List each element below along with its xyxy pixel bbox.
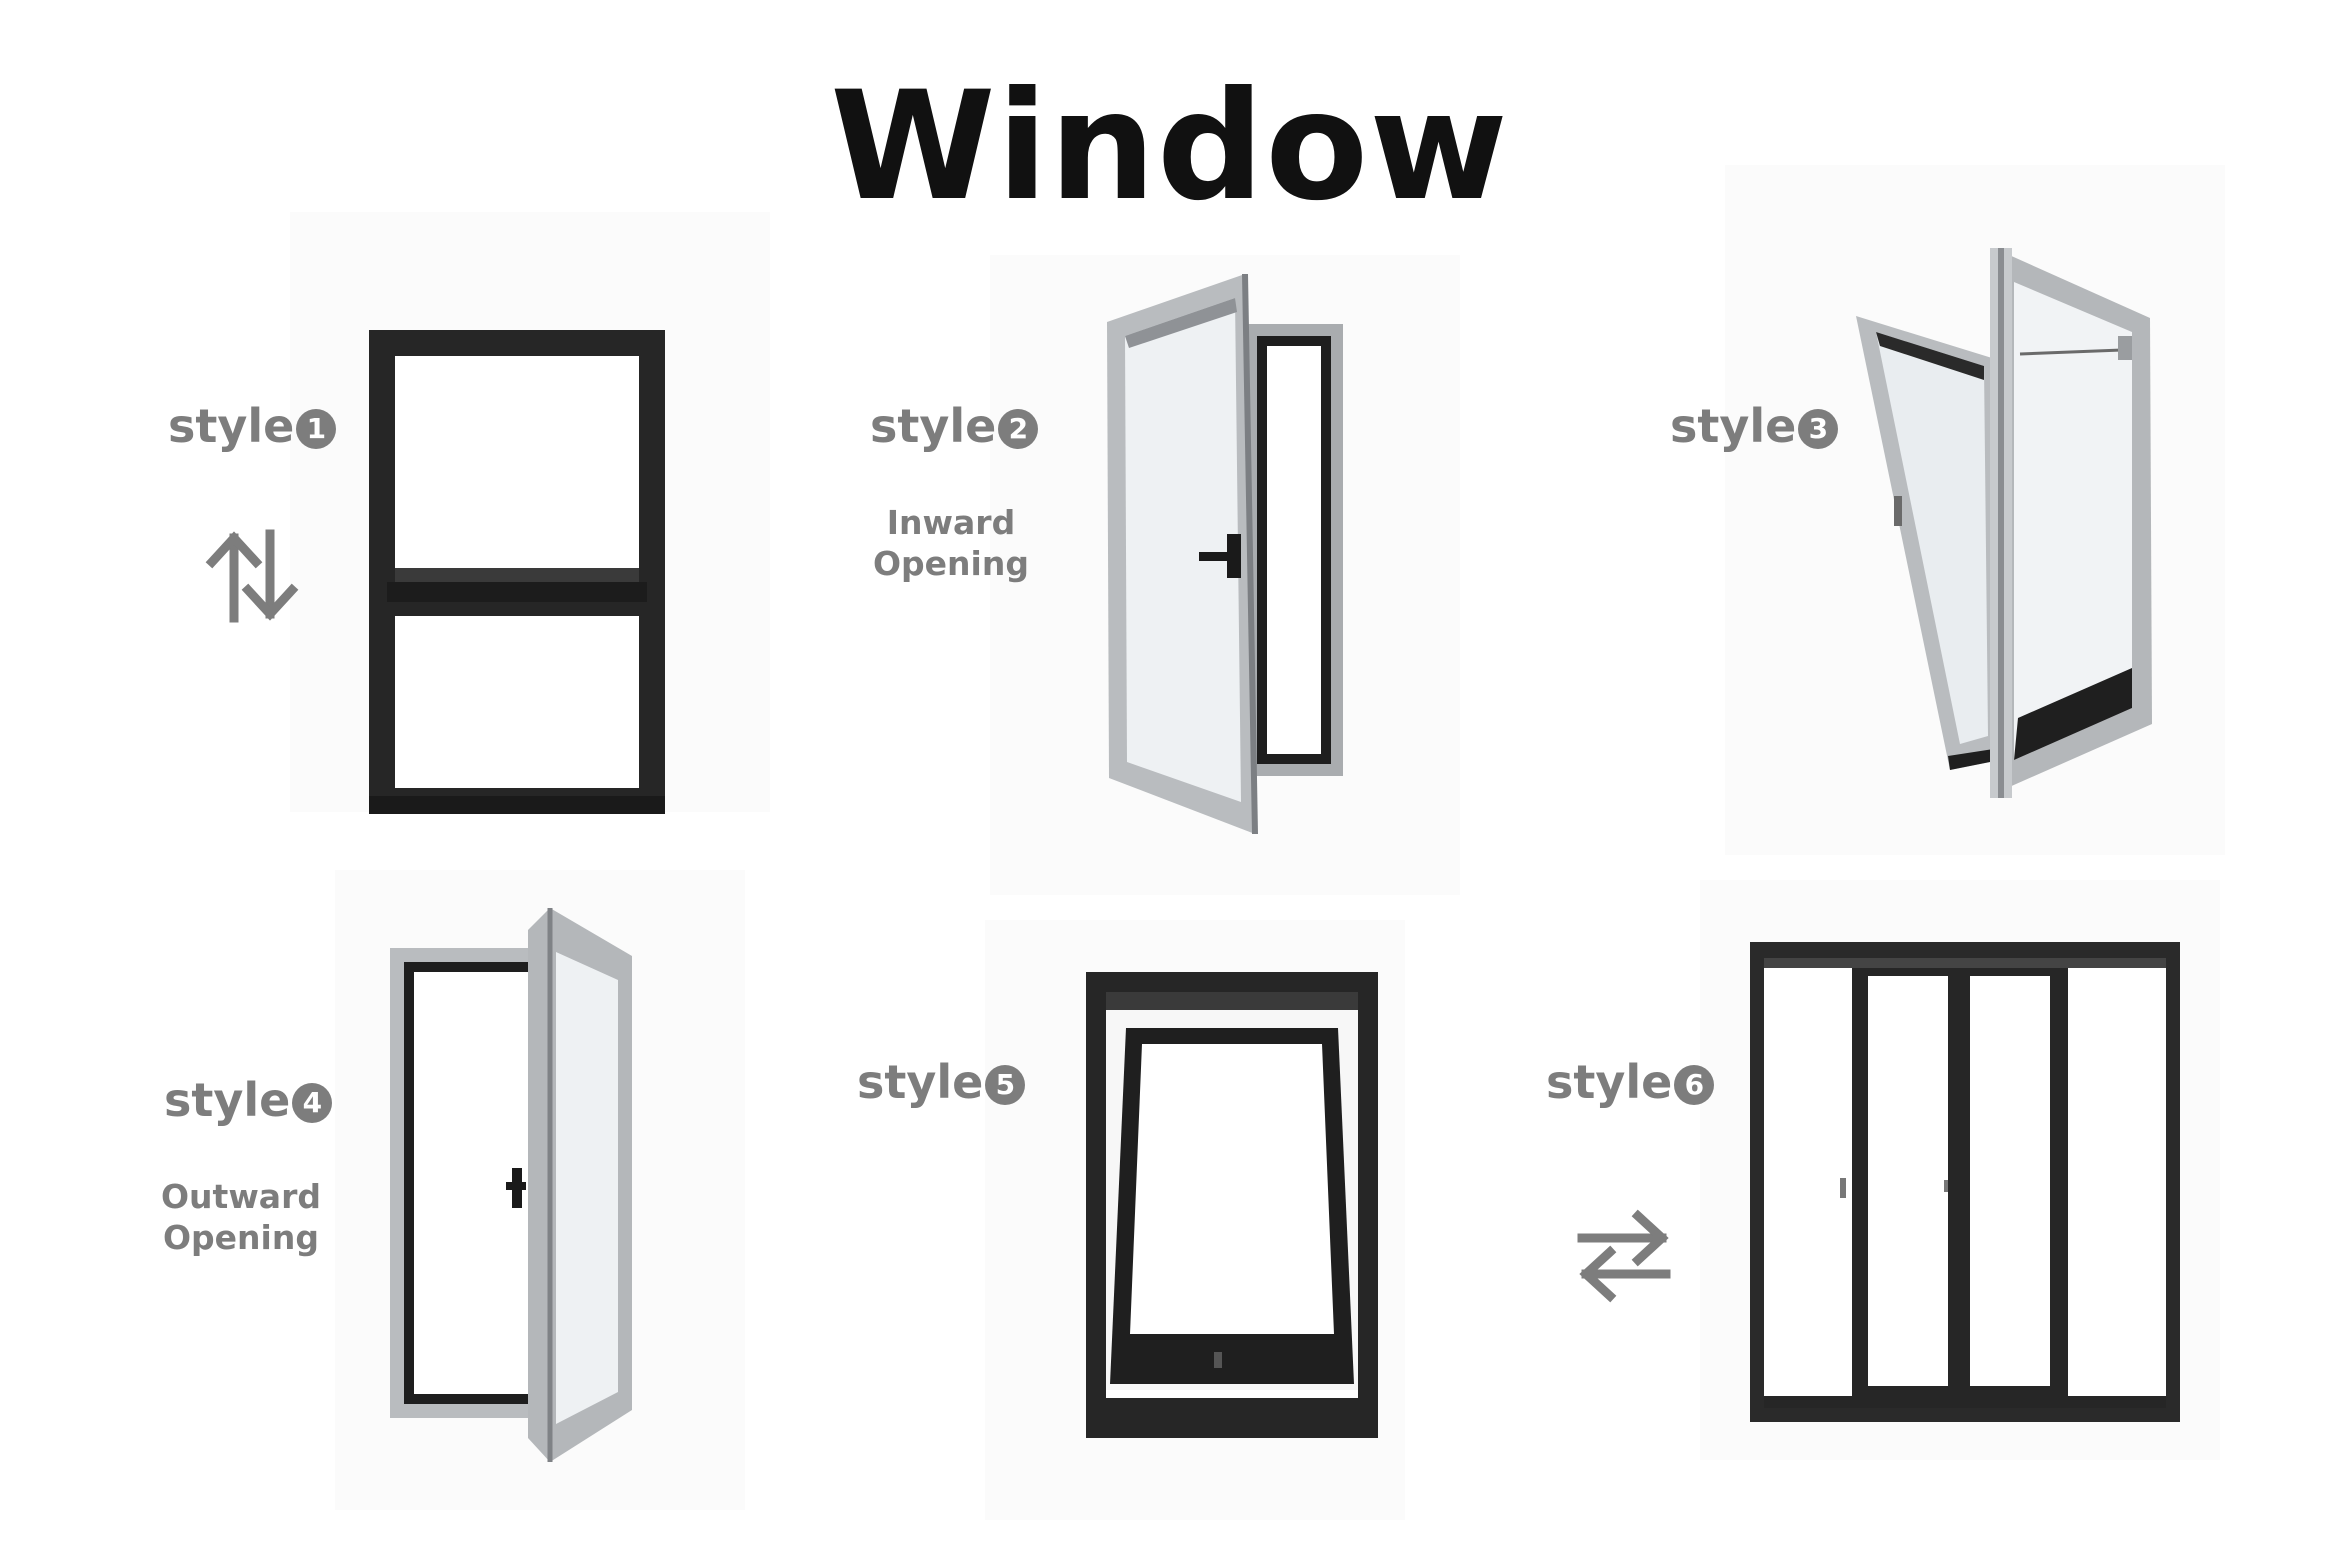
style-4-note-line-1: Outward: [161, 1177, 321, 1216]
style-2-note-line-2: Opening: [873, 544, 1029, 583]
style-5-number-badge: 5: [985, 1065, 1026, 1105]
style-4-note: Outward Opening: [158, 1176, 324, 1258]
style-2-word: style: [870, 399, 997, 453]
style-6-number-badge: 6: [1674, 1065, 1715, 1105]
style-2-number-badge: 2: [998, 409, 1039, 449]
horizontal-slide-arrows-icon: [1576, 1208, 1672, 1304]
style-6-word: style: [1546, 1055, 1673, 1109]
style-3-word: style: [1670, 399, 1797, 453]
style-2-inward-casement-window-image: [1095, 272, 1355, 838]
style-4-word: style: [164, 1073, 291, 1127]
style-1-word: style: [168, 399, 295, 453]
style-2-note-line-1: Inward: [886, 503, 1016, 542]
style-2-note: Inward Opening: [868, 502, 1034, 584]
style-4-outward-casement-window-image: [386, 906, 640, 1466]
style-5-awning-window-image: [1084, 970, 1380, 1440]
style-1-single-hung-window-image: [365, 326, 669, 818]
style-3-tilt-and-turn-window-image: [1850, 248, 2166, 798]
style-4-note-line-2: Opening: [163, 1218, 319, 1257]
style-6-sliding-window-image: [1748, 940, 2182, 1424]
page-title: Window: [830, 60, 1509, 234]
style-1-number-badge: 1: [296, 409, 337, 449]
style-5-word: style: [857, 1055, 984, 1109]
style-3-number-badge: 3: [1798, 409, 1839, 449]
vertical-slide-arrows-icon: [204, 528, 300, 624]
style-4-number-badge: 4: [292, 1083, 333, 1123]
